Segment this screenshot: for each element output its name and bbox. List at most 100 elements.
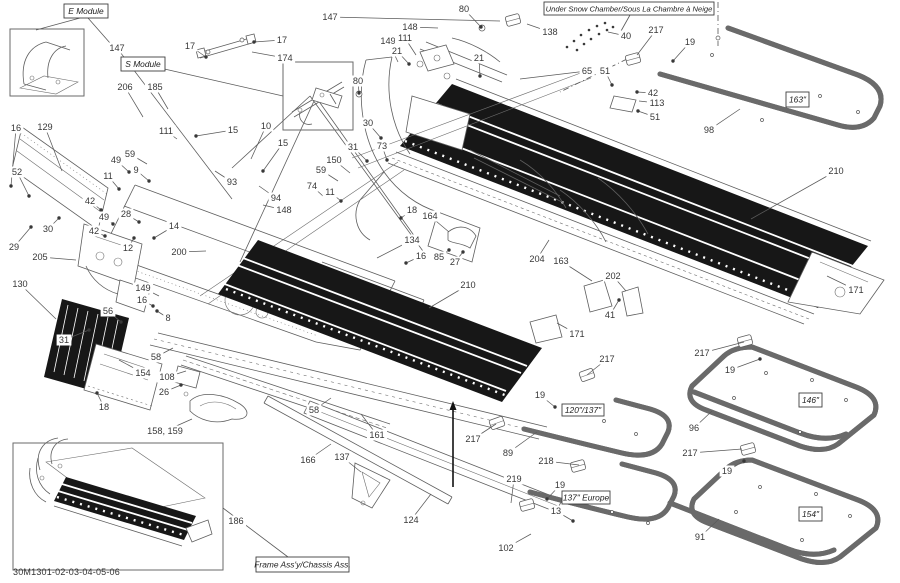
part-number-callout: 134 bbox=[404, 235, 419, 245]
part-number-callout: 137 bbox=[334, 452, 349, 462]
part-number-callout: 89 bbox=[503, 448, 513, 458]
part-number-callout: 30 bbox=[43, 224, 53, 234]
part-number-callout: 74 bbox=[307, 181, 317, 191]
section-label: 163" bbox=[789, 94, 807, 104]
part-number-callout: 138 bbox=[542, 27, 557, 37]
part-number-callout: 59 bbox=[125, 149, 135, 159]
part-number-callout: 161 bbox=[369, 430, 384, 440]
part-number-callout: 42 bbox=[648, 88, 658, 98]
part-number-callout: 56 bbox=[103, 306, 113, 316]
part-number-callout: 10 bbox=[261, 121, 271, 131]
part-number-callout: 17 bbox=[185, 41, 195, 51]
part-number-callout: 18 bbox=[99, 402, 109, 412]
part-number-callout: 19 bbox=[722, 466, 732, 476]
part-number-callout: 171 bbox=[848, 285, 863, 295]
part-number-callout: 111 bbox=[159, 126, 173, 136]
part-number-callout: 80 bbox=[353, 76, 363, 86]
part-number-callout: 98 bbox=[704, 125, 714, 135]
part-number-callout: 217 bbox=[465, 434, 480, 444]
part-number-callout: 204 bbox=[529, 254, 544, 264]
part-number-callout: 58 bbox=[151, 352, 161, 362]
part-number-callout: 17 bbox=[277, 35, 287, 45]
part-number-callout: 80 bbox=[459, 4, 469, 14]
part-number-callout: 52 bbox=[12, 167, 22, 177]
part-number-callout: 31 bbox=[348, 142, 358, 152]
part-number-callout: 149 bbox=[135, 283, 150, 293]
part-number-callout: 111 bbox=[398, 33, 412, 43]
section-label: E Module bbox=[68, 6, 104, 16]
part-number-callout: 29 bbox=[9, 242, 19, 252]
part-number-callout: 65 bbox=[582, 66, 592, 76]
part-number-callout: 148 bbox=[402, 22, 417, 32]
part-number-callout: 42 bbox=[89, 226, 99, 236]
section-label: 154" bbox=[802, 509, 820, 519]
part-number-callout: 12 bbox=[123, 243, 133, 253]
part-number-callout: 16 bbox=[11, 123, 21, 133]
part-number-callout: 147 bbox=[322, 12, 337, 22]
part-number-callout: 40 bbox=[621, 31, 631, 41]
part-number-callout: 21 bbox=[474, 53, 484, 63]
part-number-callout: 41 bbox=[605, 310, 615, 320]
part-number-callout: 19 bbox=[555, 480, 565, 490]
part-number-callout: 210 bbox=[460, 280, 475, 290]
part-number-callout: 8 bbox=[165, 313, 170, 323]
up-arrow bbox=[449, 401, 457, 487]
section-label: S Module bbox=[125, 59, 161, 69]
part-number-callout: 30 bbox=[363, 118, 373, 128]
part-number-callout: 124 bbox=[403, 515, 418, 525]
part-number-callout: 58 bbox=[309, 405, 319, 415]
part-number-callout: 154 bbox=[135, 368, 150, 378]
part-number-callout: 218 bbox=[538, 456, 553, 466]
part-number-callout: 174 bbox=[277, 53, 292, 63]
part-number-callout: 210 bbox=[828, 166, 843, 176]
part-number-callout: 148 bbox=[276, 205, 291, 215]
section-label: 120"/137" bbox=[565, 405, 602, 415]
part-number-callout: 158, 159 bbox=[147, 426, 183, 436]
part-number-callout: 15 bbox=[278, 138, 288, 148]
part-number-callout: 11 bbox=[325, 187, 335, 197]
part-number-callout: 94 bbox=[271, 193, 281, 203]
part-number-callout: 149 bbox=[380, 36, 395, 46]
part-number-callout: 147 bbox=[109, 43, 124, 53]
part-number-callout: 200 bbox=[171, 247, 186, 257]
part-number-callout: 51 bbox=[650, 112, 660, 122]
part-number-callout: 18 bbox=[407, 205, 417, 215]
part-number-callout: 15 bbox=[228, 125, 238, 135]
part-number-callout: 91 bbox=[695, 532, 705, 542]
part-number-callout: 85 bbox=[434, 252, 444, 262]
part-number-callout: 164 bbox=[422, 211, 437, 221]
part-number-callout: 166 bbox=[300, 455, 315, 465]
part-number-callout: 217 bbox=[599, 354, 614, 364]
part-number-callout: 171 bbox=[569, 329, 584, 339]
part-number-callout: 108 bbox=[159, 372, 174, 382]
part-number-callout: 49 bbox=[99, 212, 109, 222]
part-number-callout: 150 bbox=[326, 155, 341, 165]
part-number-callout: 217 bbox=[648, 25, 663, 35]
part-number-callout: 59 bbox=[316, 165, 326, 175]
part-number-callout: 113 bbox=[650, 98, 665, 108]
section-label: 137" Europe bbox=[563, 492, 610, 502]
part-number-callout: 219 bbox=[506, 474, 521, 484]
part-number-callout: 9 bbox=[133, 165, 138, 175]
part-number-callout: 217 bbox=[682, 448, 697, 458]
part-number-callout: 13 bbox=[551, 506, 561, 516]
drawing-number: 30M1301-02-03-04-05-06 bbox=[13, 567, 120, 577]
part-number-callout: 27 bbox=[450, 257, 460, 267]
part-number-callout: 93 bbox=[227, 177, 237, 187]
part-number-callout: 31 bbox=[59, 335, 69, 345]
part-number-callout: 202 bbox=[605, 271, 620, 281]
part-number-callout: 16 bbox=[137, 295, 147, 305]
part-number-callout: 163 bbox=[553, 256, 568, 266]
chassis-artwork bbox=[11, 2, 885, 563]
part-number-callout: 19 bbox=[685, 37, 695, 47]
part-number-callout: 129 bbox=[37, 122, 52, 132]
part-number-callout: 42 bbox=[85, 196, 95, 206]
part-number-callout: 102 bbox=[498, 543, 513, 553]
part-number-callout: 51 bbox=[600, 66, 610, 76]
part-number-callout: 21 bbox=[392, 46, 402, 56]
part-number-callout: 206 bbox=[117, 82, 132, 92]
part-number-callout: 205 bbox=[32, 252, 47, 262]
part-number-callout: 11 bbox=[103, 171, 113, 181]
